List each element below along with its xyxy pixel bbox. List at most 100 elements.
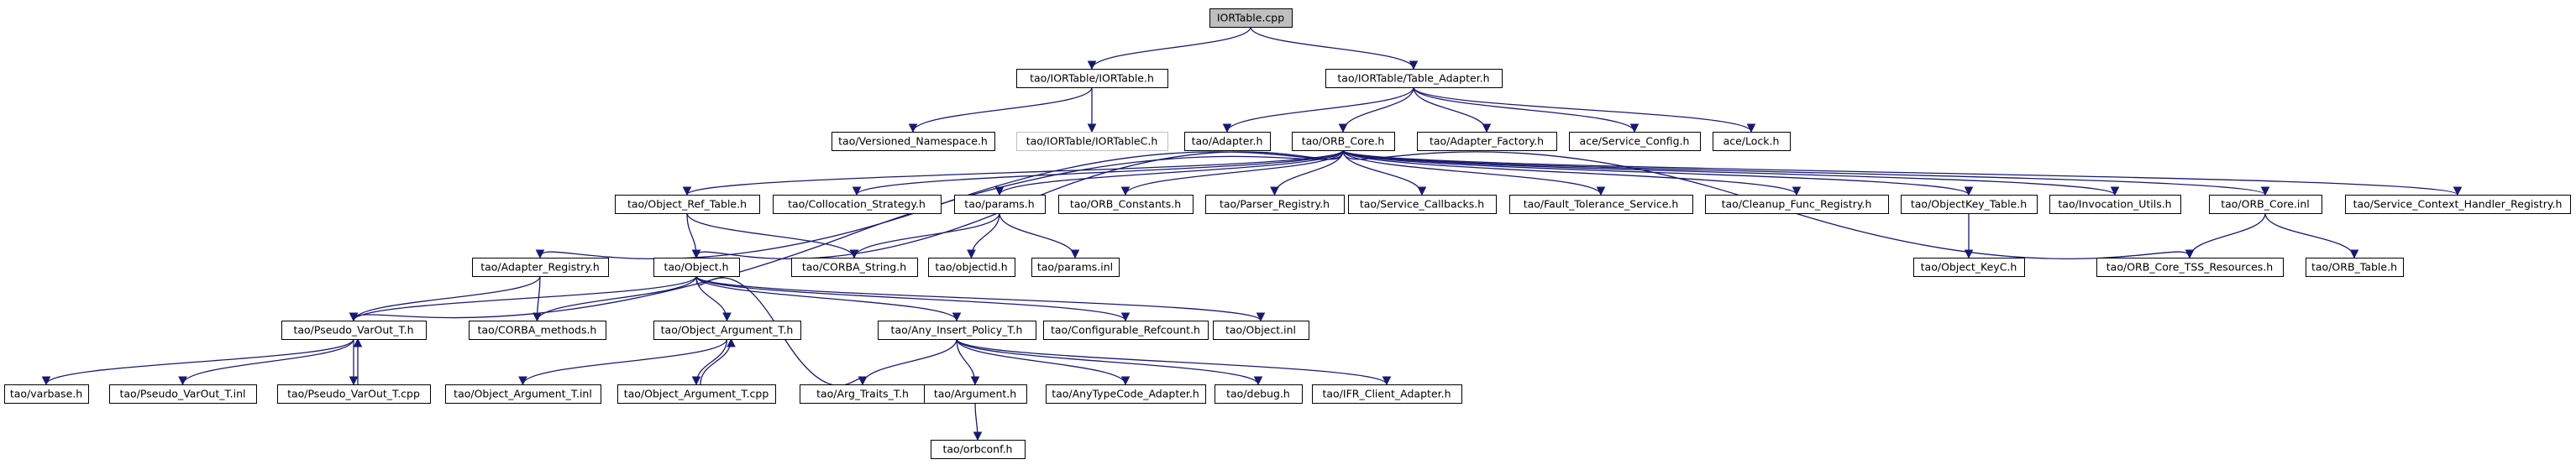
node-orb_core_inl[interactable]: tao/ORB_Core.inl [2209, 195, 2322, 214]
node-orb_core_tss_h[interactable]: tao/ORB_Core_TSS_Resources.h [2096, 258, 2284, 277]
node-box [954, 195, 1046, 214]
node-table_adapter_h[interactable]: tao/IORTable/Table_Adapter.h [1325, 69, 1503, 88]
node-service_callbacks_h[interactable]: tao/Service_Callbacks.h [1348, 195, 1497, 214]
arrowhead-arg_traits_h [858, 376, 868, 386]
node-label: tao/Object_Argument_T.cpp [624, 388, 769, 400]
node-adapter_registry_h[interactable]: tao/Adapter_Registry.h [472, 258, 609, 277]
node-service_config_h[interactable]: ace/Service_Config.h [1569, 132, 1701, 151]
edge-orb_core_inl-to-orb_core_tss_h [2189, 212, 2266, 258]
node-label: IORTable.cpp [1217, 12, 1284, 24]
node-pseudo_varout_inl[interactable]: tao/Pseudo_VarOut_T.inl [109, 384, 257, 404]
node-box [1312, 384, 1462, 404]
node-object_argument_h[interactable]: tao/Object_Argument_T.h [653, 321, 801, 340]
node-params_h[interactable]: tao/params.h [954, 195, 1046, 214]
node-service_context_h[interactable]: tao/Service_Context_Handler_Registry.h [2345, 195, 2571, 214]
edge-table_adapter_h-to-service_config_h [1413, 86, 1635, 133]
arrowhead-orb_table_h [2349, 249, 2359, 259]
node-label: tao/ORB_Table.h [2311, 261, 2397, 274]
node-object_inl[interactable]: tao/Object.inl [1213, 321, 1309, 340]
node-label: tao/Arg_Traits_T.h [816, 388, 909, 400]
node-box [1713, 132, 1791, 151]
node-corba_string_h[interactable]: tao/CORBA_String.h [791, 258, 918, 277]
arrowhead-orb_constants_h [1120, 186, 1131, 196]
node-box [469, 321, 606, 340]
node-label: ace/Service_Config.h [1580, 135, 1690, 148]
node-fault_tolerance_h[interactable]: tao/Fault_Tolerance_Service.h [1509, 195, 1693, 214]
node-label: tao/Adapter_Factory.h [1430, 135, 1544, 148]
node-anytypecode_adapter_h[interactable]: tao/AnyTypeCode_Adapter.h [1046, 384, 1206, 404]
node-adapter_h[interactable]: tao/Adapter.h [1184, 132, 1271, 151]
node-box [1705, 195, 1889, 214]
arrowhead-service_context_h [2453, 186, 2463, 196]
node-box [1417, 132, 1557, 151]
node-pseudo_varout_cpp[interactable]: tao/Pseudo_VarOut_T.cpp [277, 384, 431, 404]
node-box [931, 440, 1026, 459]
node-cleanup_func_h[interactable]: tao/Cleanup_Func_Registry.h [1705, 195, 1889, 214]
node-box [1058, 195, 1194, 214]
node-label: tao/varbase.h [10, 388, 82, 400]
node-configurable_refcount_h[interactable]: tao/Configurable_Refcount.h [1043, 321, 1209, 340]
node-iortable_h[interactable]: tao/IORTable/IORTable.h [1016, 69, 1168, 88]
node-adapter_factory_h[interactable]: tao/Adapter_Factory.h [1417, 132, 1557, 151]
node-parser_registry_h[interactable]: tao/Parser_Registry.h [1205, 195, 1345, 214]
node-orb_constants_h[interactable]: tao/ORB_Constants.h [1058, 195, 1194, 214]
node-object_ref_table_h[interactable]: tao/Object_Ref_Table.h [615, 195, 760, 214]
node-box [1205, 195, 1345, 214]
node-orb_table_h[interactable]: tao/ORB_Table.h [2306, 258, 2404, 277]
node-box [1031, 258, 1120, 277]
arrowhead-iortable_h [1087, 60, 1097, 70]
node-invocation_utils_h[interactable]: tao/Invocation_Utils.h [2049, 195, 2181, 214]
node-object_h[interactable]: tao/Object.h [653, 258, 740, 277]
edge-iortable_cpp-to-table_adapter_h [1250, 26, 1414, 70]
node-box [1215, 384, 1303, 404]
node-corba_methods_h[interactable]: tao/CORBA_methods.h [469, 321, 606, 340]
node-orb_core_h[interactable]: tao/ORB_Core.h [1292, 132, 1395, 151]
node-label: tao/Fault_Tolerance_Service.h [1524, 198, 1679, 211]
node-label: tao/Versioned_Namespace.h [838, 135, 988, 148]
node-label: tao/AnyTypeCode_Adapter.h [1052, 388, 1199, 400]
edge-iortable_h-to-versioned_ns [912, 86, 1093, 133]
node-label: tao/objectid.h [935, 261, 1007, 274]
arrowhead-object_argument_h [727, 337, 736, 347]
node-box [281, 321, 427, 340]
node-params_inl[interactable]: tao/params.inl [1031, 258, 1120, 277]
node-arg_traits_h[interactable]: tao/Arg_Traits_T.h [800, 384, 926, 404]
node-object_argument_inl[interactable]: tao/Object_Argument_T.inl [445, 384, 601, 404]
node-box [1325, 69, 1503, 88]
node-pseudo_varout_h[interactable]: tao/Pseudo_VarOut_T.h [281, 321, 427, 340]
node-object_argument_cpp[interactable]: tao/Object_Argument_T.cpp [617, 384, 776, 404]
node-label: ace/Lock.h [1723, 135, 1780, 148]
node-orbconf_h[interactable]: tao/orbconf.h [931, 440, 1026, 459]
node-varbase_h[interactable]: tao/varbase.h [4, 384, 89, 404]
node-box [878, 321, 1036, 340]
node-label: tao/ORB_Constants.h [1070, 198, 1181, 211]
node-label: tao/ObjectKey_Table.h [1911, 198, 2027, 211]
node-debug_h[interactable]: tao/debug.h [1215, 384, 1303, 404]
node-any_insert_policy_h[interactable]: tao/Any_Insert_Policy_T.h [878, 321, 1036, 340]
node-argument_h[interactable]: tao/Argument.h [924, 384, 1027, 404]
node-ifr_client_adapter_h[interactable]: tao/IFR_Client_Adapter.h [1312, 384, 1462, 404]
node-object_keyc_h[interactable]: tao/Object_KeyC.h [1913, 258, 2025, 277]
node-lock_h[interactable]: ace/Lock.h [1713, 132, 1791, 151]
arrowhead-invocation_utils_h [2110, 186, 2120, 196]
edge-params_h-to-params_inl [999, 212, 1076, 258]
node-objectid_h[interactable]: tao/objectid.h [928, 258, 1015, 277]
node-label: tao/Adapter_Registry.h [480, 261, 600, 274]
edge-object_argument_cpp-to-object_argument_h [700, 338, 732, 385]
node-label: tao/Argument.h [934, 388, 1016, 400]
node-versioned_ns[interactable]: tao/Versioned_Namespace.h [832, 132, 995, 151]
node-iortablec_h[interactable]: tao/IORTable/IORTableC.h [1016, 132, 1168, 151]
arrowhead-orb_core_inl [2260, 186, 2270, 196]
node-iortable_cpp[interactable]: IORTable.cpp [1209, 8, 1293, 28]
node-box [2049, 195, 2181, 214]
node-objectkey_table_h[interactable]: tao/ObjectKey_Table.h [1901, 195, 2038, 214]
node-box [1509, 195, 1693, 214]
edge-iortable_cpp-to-iortable_h [1091, 26, 1251, 70]
arrowhead-anytypecode_adapter_h [1120, 376, 1131, 386]
node-collocation_strategy_h[interactable]: tao/Collocation_Strategy.h [773, 195, 942, 214]
node-label: tao/Any_Insert_Policy_T.h [891, 324, 1023, 337]
arrowhead-argument_h [970, 376, 980, 386]
node-box [1016, 69, 1168, 88]
node-label: tao/Object_Argument_T.inl [454, 388, 592, 400]
